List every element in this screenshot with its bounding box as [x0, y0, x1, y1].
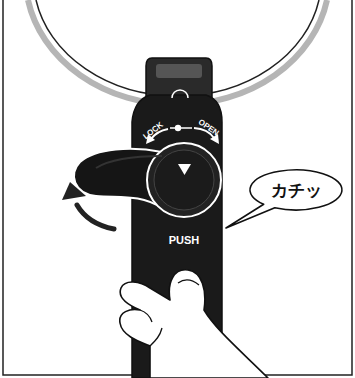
lever-highlight: [96, 156, 162, 168]
bracket-plate: [156, 64, 202, 78]
sound-effect-text: カチッ: [271, 182, 322, 199]
hand: [120, 270, 268, 378]
knob-pointer: [178, 164, 191, 175]
bubble-shape: [226, 170, 342, 228]
handle-bracket: [146, 58, 212, 98]
speech-bubble: カチッ: [250, 170, 342, 210]
finger-crease: [140, 310, 152, 322]
knob-face: [154, 150, 214, 210]
handle-notch: [172, 90, 188, 98]
finger-crease: [150, 328, 162, 346]
push-label: PUSH: [169, 235, 200, 246]
lock-knob: [147, 143, 221, 217]
rotate-arrow: [77, 205, 114, 229]
thumbnail: [178, 280, 199, 285]
rotate-arrowhead: [62, 182, 86, 200]
lid-rim: [28, 0, 327, 105]
indicator-line: [170, 127, 192, 129]
